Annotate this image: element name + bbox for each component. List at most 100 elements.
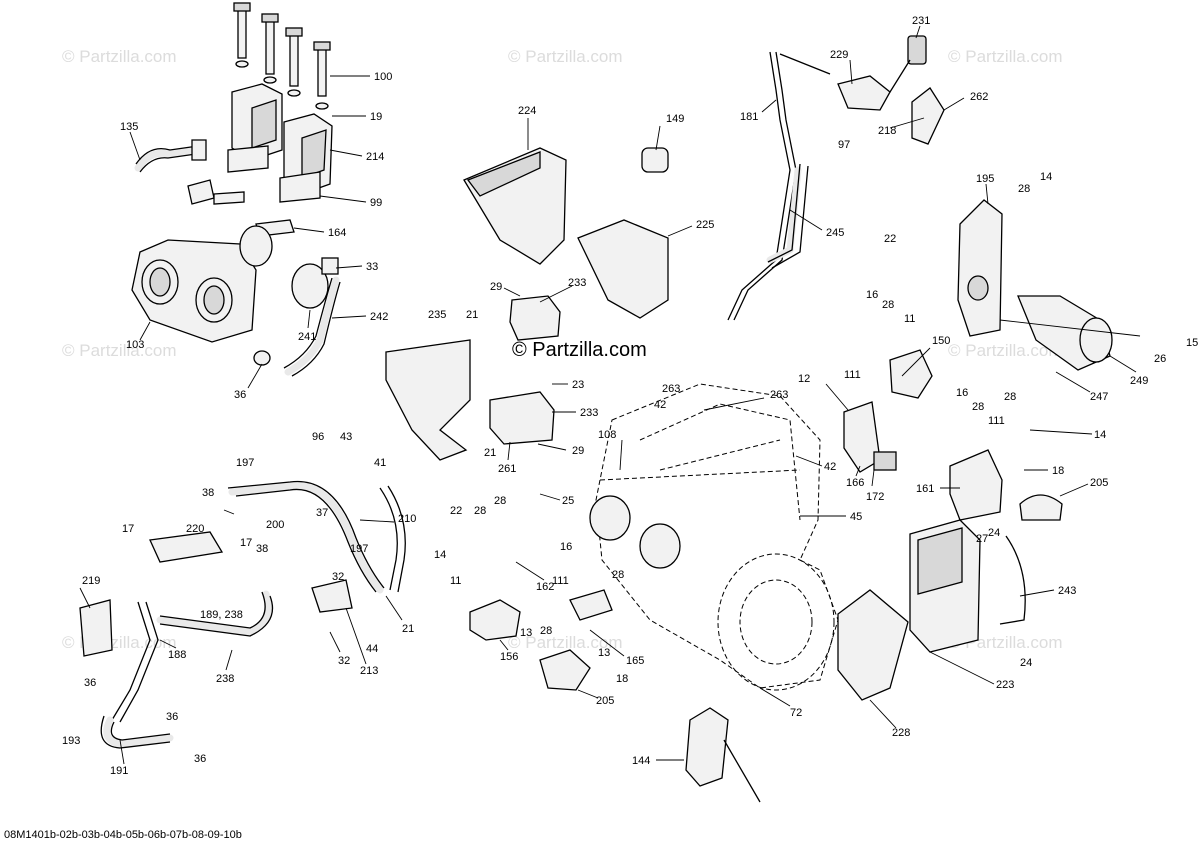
part-callout[interactable]: 24: [988, 527, 1000, 539]
part-callout[interactable]: 233: [568, 277, 586, 289]
part-callout[interactable]: 166: [846, 477, 864, 489]
part-callout[interactable]: 37: [316, 507, 328, 519]
part-callout[interactable]: 14: [434, 549, 446, 561]
part-callout[interactable]: 15: [1186, 337, 1198, 349]
part-callout[interactable]: 245: [826, 227, 844, 239]
part-callout[interactable]: 17: [240, 537, 252, 549]
part-callout[interactable]: 108: [598, 429, 616, 441]
part-callout[interactable]: 238: [216, 673, 234, 685]
part-callout[interactable]: 41: [374, 457, 386, 469]
part-callout[interactable]: 229: [830, 49, 848, 61]
part-callout[interactable]: 161: [916, 483, 934, 495]
part-callout[interactable]: 220: [186, 523, 204, 535]
part-callout[interactable]: 231: [912, 15, 930, 27]
part-callout[interactable]: 13: [598, 647, 610, 659]
part-callout[interactable]: 111: [844, 369, 861, 381]
part-callout[interactable]: 156: [500, 651, 518, 663]
part-callout[interactable]: 21: [484, 447, 496, 459]
part-callout[interactable]: 28: [1004, 391, 1016, 403]
part-callout[interactable]: 241: [298, 331, 316, 343]
part-callout[interactable]: 25: [562, 495, 574, 507]
part-callout[interactable]: 28: [1018, 183, 1030, 195]
part-callout[interactable]: 162: [536, 581, 554, 593]
part-callout[interactable]: 224: [518, 105, 536, 117]
part-callout[interactable]: 181: [740, 111, 758, 123]
part-callout[interactable]: 29: [572, 445, 584, 457]
part-callout[interactable]: 33: [366, 261, 378, 273]
part-callout[interactable]: 45: [850, 511, 862, 523]
part-callout[interactable]: 111: [552, 575, 569, 587]
part-callout[interactable]: 111: [988, 415, 1005, 427]
part-callout[interactable]: 210: [398, 513, 416, 525]
part-callout[interactable]: 28: [540, 625, 552, 637]
part-callout[interactable]: 197: [350, 543, 368, 555]
part-callout[interactable]: 27: [976, 533, 988, 545]
part-callout[interactable]: 16: [560, 541, 572, 553]
part-callout[interactable]: 36: [84, 677, 96, 689]
part-callout[interactable]: 144: [632, 755, 650, 767]
part-callout[interactable]: 72: [790, 707, 802, 719]
part-callout[interactable]: 97: [838, 139, 850, 151]
part-callout[interactable]: 28: [972, 401, 984, 413]
part-callout[interactable]: 28: [882, 299, 894, 311]
part-callout[interactable]: 103: [126, 339, 144, 351]
part-callout[interactable]: 16: [956, 387, 968, 399]
part-callout[interactable]: 205: [1090, 477, 1108, 489]
part-callout[interactable]: 164: [328, 227, 346, 239]
part-callout[interactable]: 43: [340, 431, 352, 443]
part-callout[interactable]: 213: [360, 665, 378, 677]
part-callout[interactable]: 150: [932, 335, 950, 347]
part-callout[interactable]: 197: [236, 457, 254, 469]
part-callout[interactable]: 18: [1052, 465, 1064, 477]
part-callout[interactable]: 21: [466, 309, 478, 321]
part-callout[interactable]: 243: [1058, 585, 1076, 597]
part-callout[interactable]: 14: [1040, 171, 1052, 183]
part-callout[interactable]: 149: [666, 113, 684, 125]
part-callout[interactable]: 32: [338, 655, 350, 667]
part-callout[interactable]: 247: [1090, 391, 1108, 403]
part-callout[interactable]: 261: [498, 463, 516, 475]
part-callout[interactable]: 165: [626, 655, 644, 667]
part-callout[interactable]: 29: [490, 281, 502, 293]
part-callout[interactable]: 26: [1154, 353, 1166, 365]
part-callout[interactable]: 219: [82, 575, 100, 587]
part-callout[interactable]: 11: [904, 313, 915, 325]
part-callout[interactable]: 36: [234, 389, 246, 401]
part-callout[interactable]: 263: [770, 389, 788, 401]
part-callout[interactable]: 262: [970, 91, 988, 103]
part-callout[interactable]: 28: [474, 505, 486, 517]
part-callout[interactable]: 242: [370, 311, 388, 323]
part-callout[interactable]: 19: [370, 111, 382, 123]
part-callout[interactable]: 188: [168, 649, 186, 661]
part-callout[interactable]: 223: [996, 679, 1014, 691]
part-callout[interactable]: 218: [878, 125, 896, 137]
part-callout[interactable]: 96: [312, 431, 324, 443]
part-callout[interactable]: 42: [824, 461, 836, 473]
part-callout[interactable]: 99: [370, 197, 382, 209]
part-callout[interactable]: 214: [366, 151, 384, 163]
part-callout[interactable]: 21: [402, 623, 414, 635]
part-callout[interactable]: 135: [120, 121, 138, 133]
part-callout[interactable]: 228: [892, 727, 910, 739]
part-callout[interactable]: 22: [450, 505, 462, 517]
part-callout[interactable]: 36: [194, 753, 206, 765]
part-callout[interactable]: 18: [616, 673, 628, 685]
part-callout[interactable]: 22: [884, 233, 896, 245]
part-callout[interactable]: 195: [976, 173, 994, 185]
part-callout[interactable]: 235: [428, 309, 446, 321]
part-callout[interactable]: 11: [450, 575, 461, 587]
part-callout[interactable]: 38: [256, 543, 268, 555]
part-callout[interactable]: 225: [696, 219, 714, 231]
part-callout[interactable]: 38: [202, 487, 214, 499]
part-callout[interactable]: 189, 238: [200, 609, 243, 621]
part-callout[interactable]: 16: [866, 289, 878, 301]
part-callout[interactable]: 36: [166, 711, 178, 723]
part-callout[interactable]: 12: [798, 373, 810, 385]
part-callout[interactable]: 263: [662, 383, 680, 395]
part-callout[interactable]: 233: [580, 407, 598, 419]
part-callout[interactable]: 23: [572, 379, 584, 391]
part-callout[interactable]: 42: [654, 399, 666, 411]
part-callout[interactable]: 28: [494, 495, 506, 507]
part-callout[interactable]: 24: [1020, 657, 1032, 669]
part-callout[interactable]: 44: [366, 643, 378, 655]
